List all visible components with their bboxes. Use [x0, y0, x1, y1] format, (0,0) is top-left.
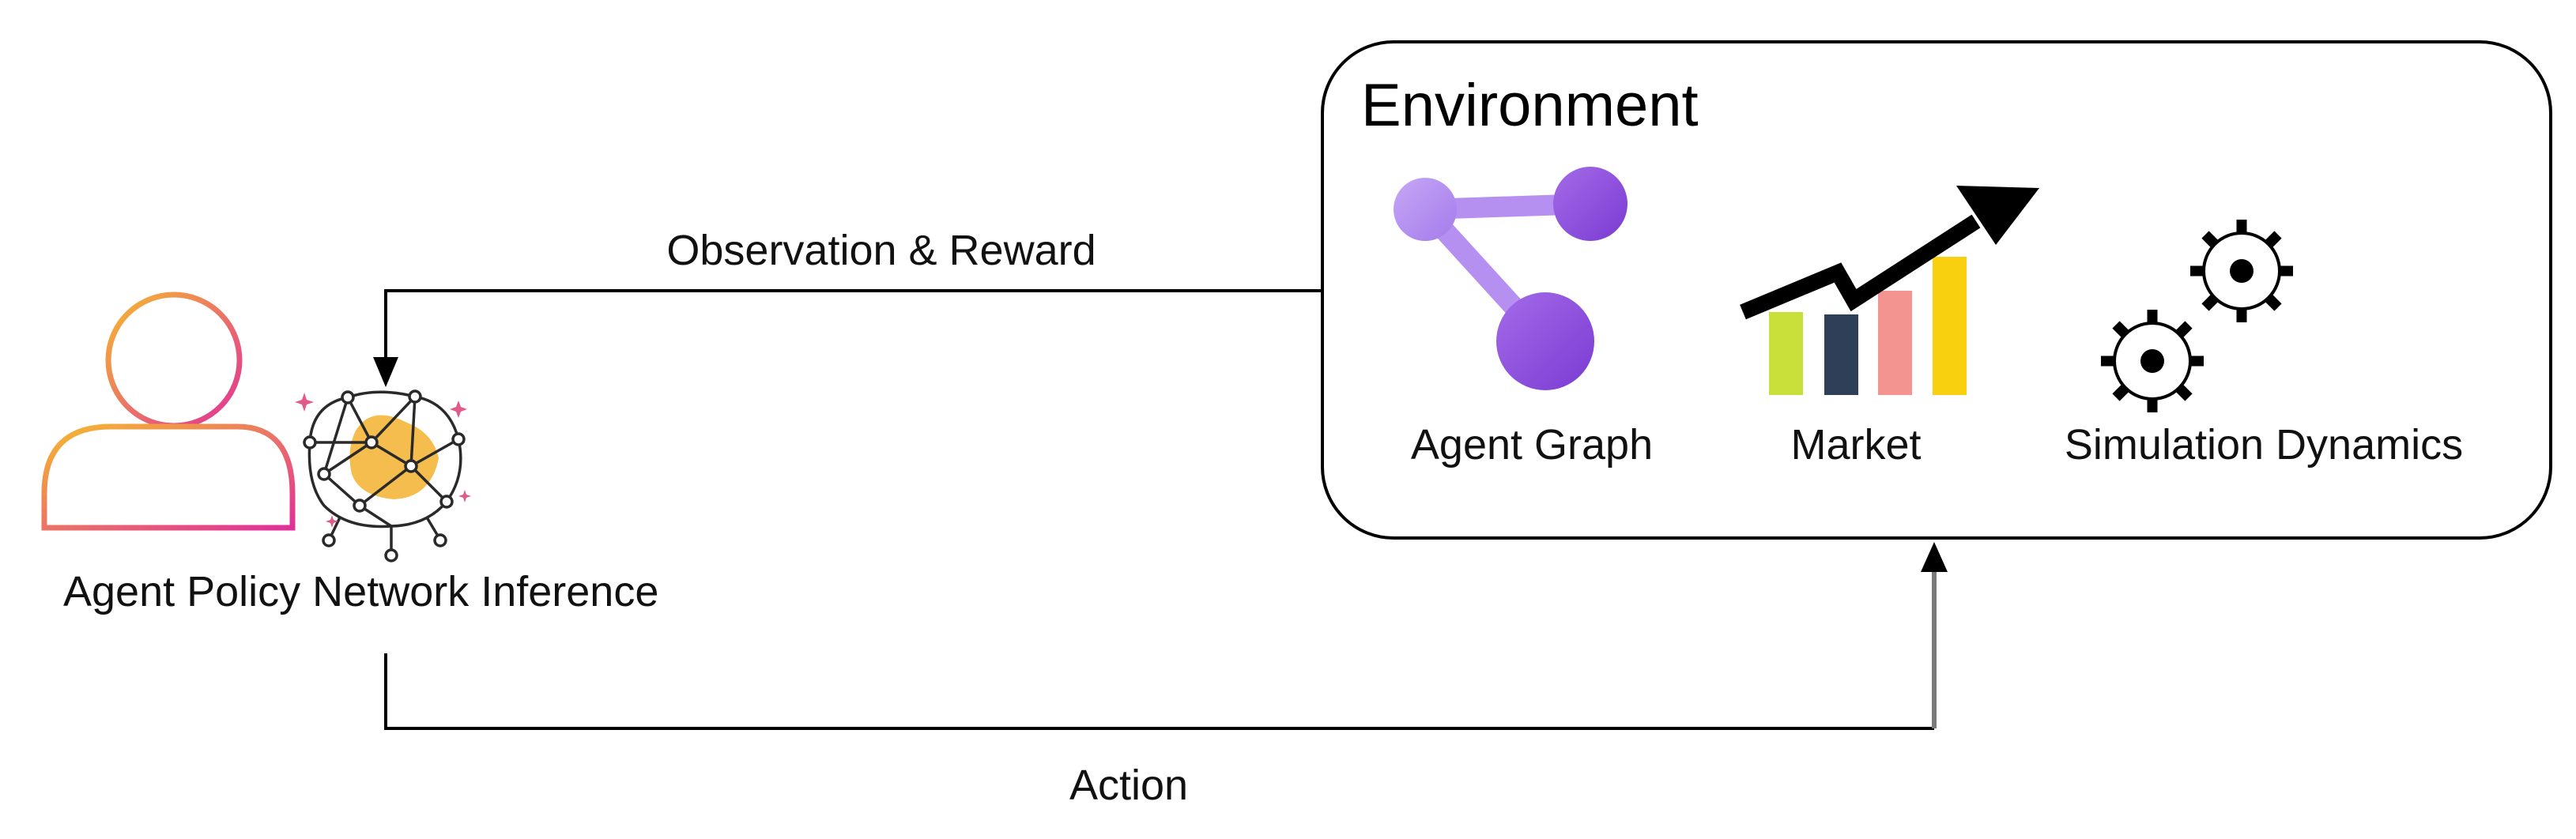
action-arrow[interactable] [384, 542, 1948, 730]
gears-icon [2101, 220, 2293, 412]
agent-graph-label: Agent Graph [1410, 421, 1654, 468]
agent-label: Agent Policy Network Inference [63, 568, 659, 615]
action-label: Action [1069, 762, 1189, 809]
observation-reward-arrow[interactable] [373, 289, 1322, 387]
graph-icon [1394, 167, 1627, 390]
market-label: Market [1790, 421, 1922, 468]
neural-network-brain-icon [295, 389, 471, 562]
user-icon [41, 292, 296, 531]
market-bar-chart-icon [1740, 186, 2039, 395]
simulation-dynamics-label: Simulation Dynamics [2064, 421, 2464, 468]
observation-reward-label: Observation & Reward [666, 227, 1096, 274]
environment-title: Environment [1361, 72, 1699, 139]
